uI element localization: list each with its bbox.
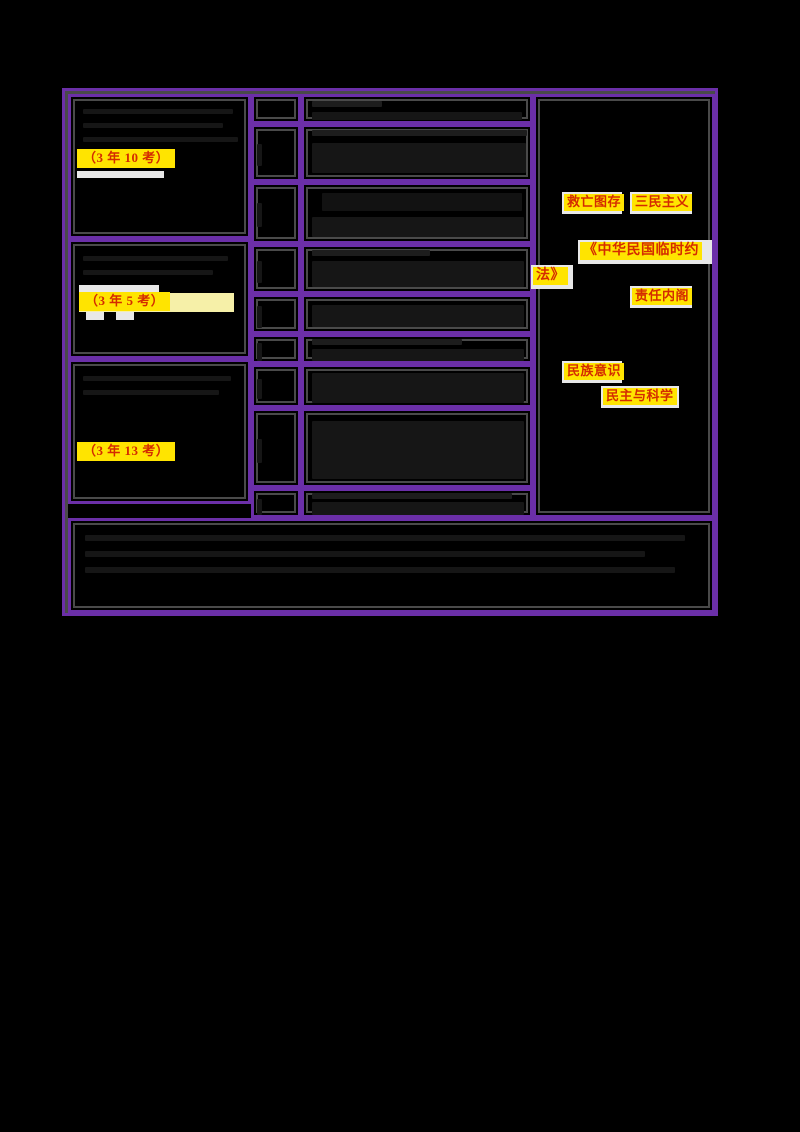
index-cell-3-body xyxy=(256,187,296,239)
content-cell-2[interactable] xyxy=(301,124,533,182)
footer-row[interactable] xyxy=(68,518,715,613)
badge-2-overline xyxy=(79,285,159,293)
index-cell-6-body xyxy=(256,339,296,359)
content-cell-6[interactable] xyxy=(301,334,533,364)
key-term-zerenneige: 责任内阁 xyxy=(632,288,693,305)
index-cell-1-body xyxy=(256,99,296,119)
index-cell-7[interactable] xyxy=(251,364,301,408)
index-cell-2-body xyxy=(256,129,296,177)
key-term-provisional-constitution-b: 法》 xyxy=(533,267,568,286)
key-term-sanminzhuyi: 三民主义 xyxy=(632,194,693,211)
index-cell-5-body xyxy=(256,299,296,329)
content-cell-7[interactable] xyxy=(301,364,533,408)
content-cell-8[interactable] xyxy=(301,408,533,488)
index-cell-6[interactable] xyxy=(251,334,301,364)
exam-badge-1: （3 年 10 考） xyxy=(77,149,176,168)
index-cell-9[interactable] xyxy=(251,488,301,518)
index-cell-2[interactable] xyxy=(251,124,301,182)
badge-2-underline-b xyxy=(116,312,134,320)
index-cell-3[interactable] xyxy=(251,182,301,244)
exam-badge-2: （3 年 5 考） xyxy=(79,292,171,311)
content-cell-4[interactable] xyxy=(301,244,533,294)
left-cell-3[interactable] xyxy=(68,359,251,504)
badge-2-underline-a xyxy=(86,312,104,320)
exam-badge-3: （3 年 13 考） xyxy=(77,442,176,461)
key-term-minzhuyukexue: 民主与科学 xyxy=(603,388,677,405)
content-cell-9[interactable] xyxy=(301,488,533,518)
index-cell-4[interactable] xyxy=(251,244,301,294)
main-table xyxy=(62,88,718,616)
index-cell-7-body xyxy=(256,369,296,403)
badge-1-underline xyxy=(77,171,164,178)
index-cell-4-body xyxy=(256,249,296,289)
index-cell-8-body xyxy=(256,413,296,483)
key-term-minzuyishi: 民族意识 xyxy=(564,363,625,380)
index-cell-5[interactable] xyxy=(251,294,301,334)
index-cell-9-body xyxy=(256,493,296,513)
index-cell-8[interactable] xyxy=(251,408,301,488)
key-term-provisional-constitution-a: 《中华民国临时约 xyxy=(580,242,702,261)
content-cell-3[interactable] xyxy=(301,182,533,244)
left-cell-3-body xyxy=(73,364,246,499)
key-term-jiuwangtucun: 救亡图存 xyxy=(564,194,625,211)
content-cell-1[interactable] xyxy=(301,94,533,124)
index-cell-1[interactable] xyxy=(251,94,301,124)
content-cell-5[interactable] xyxy=(301,294,533,334)
